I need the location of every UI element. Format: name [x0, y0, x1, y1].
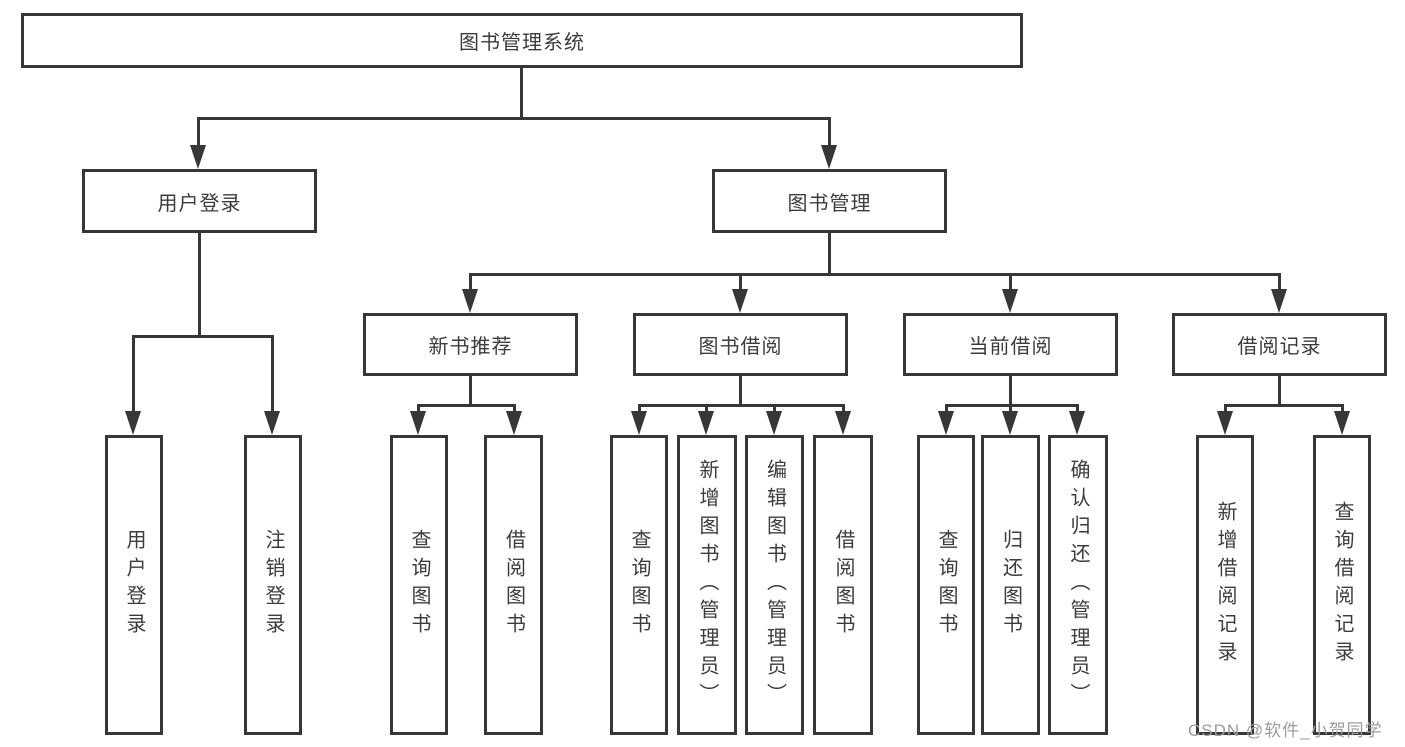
- connector-branch-leaf-user-login: [132, 335, 135, 415]
- leaf-recommend-borrow-books-label: 借阅图书: [502, 529, 525, 641]
- connector-branch: [773, 404, 776, 416]
- connector-recommend-stem: [469, 376, 472, 407]
- node-borrow-records-label: 借阅记录: [1237, 336, 1322, 358]
- arrow-down-icon: [1217, 411, 1233, 435]
- connector-branch-new-book-recommend: [469, 273, 472, 293]
- leaf-user-login-label: 用户登录: [123, 529, 145, 641]
- arrow-down-icon: [821, 145, 837, 169]
- connector-root-bar: [197, 117, 831, 120]
- node-book-management-label: 图书管理: [787, 192, 872, 215]
- node-new-book-recommend-label: 新书推荐: [428, 336, 513, 358]
- arrow-down-icon: [125, 411, 141, 435]
- leaf-current-query-books: 查询图书: [917, 435, 975, 735]
- leaf-borrow-books: 借阅图书: [813, 435, 873, 735]
- connector-book-management-bar: [469, 273, 1281, 276]
- node-new-book-recommend: 新书推荐: [363, 313, 578, 376]
- arrow-down-icon: [506, 411, 522, 435]
- node-root: 图书管理系统: [21, 13, 1023, 68]
- leaf-confirm-return-admin-label: 确认归还（管理员）: [1067, 459, 1089, 711]
- connector-book-management-stem: [828, 233, 831, 276]
- connector-root-stem: [520, 68, 523, 120]
- arrow-down-icon: [1002, 289, 1018, 313]
- leaf-borrow-query-books-label: 查询图书: [628, 529, 650, 641]
- leaf-return-books-label: 归还图书: [999, 529, 1022, 641]
- leaf-borrow-books-label: 借阅图书: [832, 529, 854, 641]
- leaf-logout: 注销登录: [244, 435, 302, 735]
- node-root-label: 图书管理系统: [459, 32, 585, 54]
- connector-current-borrow-bar: [945, 404, 1079, 407]
- connector-user-login-bar: [132, 335, 274, 338]
- leaf-borrow-query-books: 查询图书: [610, 435, 668, 735]
- leaf-add-borrow-record-label: 新增借阅记录: [1214, 501, 1236, 669]
- connector-recommend-bar: [417, 404, 516, 407]
- leaf-recommend-query-books: 查询图书: [390, 435, 448, 735]
- arrow-down-icon: [462, 289, 478, 313]
- connector-branch: [417, 404, 420, 416]
- arrow-down-icon: [732, 289, 748, 313]
- node-book-management: 图书管理: [712, 169, 947, 233]
- leaf-recommend-query-books-label: 查询图书: [408, 529, 430, 641]
- watermark: CSDN @软件_小贺同学: [1188, 721, 1383, 740]
- arrow-down-icon: [1069, 411, 1085, 435]
- arrow-down-icon: [835, 411, 851, 435]
- leaf-return-books: 归还图书: [981, 435, 1040, 735]
- node-current-borrow-label: 当前借阅: [968, 336, 1053, 358]
- node-user-login: 用户登录: [82, 169, 317, 233]
- leaf-add-borrow-record: 新增借阅记录: [1196, 435, 1254, 735]
- connector-borrow-records-bar: [1224, 404, 1344, 407]
- connector-branch: [945, 404, 948, 416]
- arrow-down-icon: [410, 411, 426, 435]
- connector-branch: [1224, 404, 1227, 416]
- node-borrow-records: 借阅记录: [1172, 313, 1387, 376]
- arrow-down-icon: [264, 411, 280, 435]
- node-book-borrow-label: 图书借阅: [698, 336, 783, 358]
- leaf-recommend-borrow-books: 借阅图书: [484, 435, 543, 735]
- node-user-login-label: 用户登录: [157, 192, 242, 215]
- connector-branch: [1009, 404, 1012, 416]
- leaf-query-borrow-record-label: 查询借阅记录: [1331, 501, 1353, 669]
- leaf-current-query-books-label: 查询图书: [935, 529, 957, 641]
- arrow-down-icon: [1271, 289, 1287, 313]
- connector-borrow-records-stem: [1278, 376, 1281, 407]
- connector-user-login-stem: [198, 233, 201, 338]
- arrow-down-icon: [190, 145, 206, 169]
- leaf-query-borrow-record: 查询借阅记录: [1313, 435, 1371, 735]
- leaf-logout-label: 注销登录: [262, 529, 284, 641]
- connector-branch-book-management: [828, 117, 831, 151]
- arrow-down-icon: [698, 411, 714, 435]
- leaf-edit-books-admin: 编辑图书（管理员）: [745, 435, 804, 735]
- connector-branch: [842, 404, 845, 416]
- connector-branch-borrow-records: [1278, 273, 1281, 293]
- connector-book-borrow-stem: [739, 376, 742, 407]
- connector-branch-book-borrow: [739, 273, 742, 293]
- arrow-down-icon: [938, 411, 954, 435]
- connector-branch-leaf-logout: [271, 335, 274, 415]
- arrow-down-icon: [631, 411, 647, 435]
- connector-branch: [513, 404, 516, 416]
- connector-current-borrow-stem: [1009, 376, 1012, 407]
- leaf-user-login: 用户登录: [105, 435, 163, 735]
- connector-branch-current-borrow: [1009, 273, 1012, 293]
- connector-branch: [638, 404, 641, 416]
- leaf-edit-books-admin-label: 编辑图书（管理员）: [763, 459, 786, 711]
- leaf-add-books-admin: 新增图书（管理员）: [677, 435, 737, 735]
- node-book-borrow: 图书借阅: [633, 313, 848, 376]
- connector-branch: [705, 404, 708, 416]
- leaf-confirm-return-admin: 确认归还（管理员）: [1048, 435, 1108, 735]
- arrow-down-icon: [1002, 411, 1018, 435]
- arrow-down-icon: [1334, 411, 1350, 435]
- connector-branch: [1341, 404, 1344, 416]
- leaf-add-books-admin-label: 新增图书（管理员）: [696, 459, 718, 711]
- connector-branch: [1076, 404, 1079, 416]
- connector-book-borrow-bar: [638, 404, 845, 407]
- connector-branch-user-login: [197, 117, 200, 151]
- arrow-down-icon: [766, 411, 782, 435]
- node-current-borrow: 当前借阅: [903, 313, 1118, 376]
